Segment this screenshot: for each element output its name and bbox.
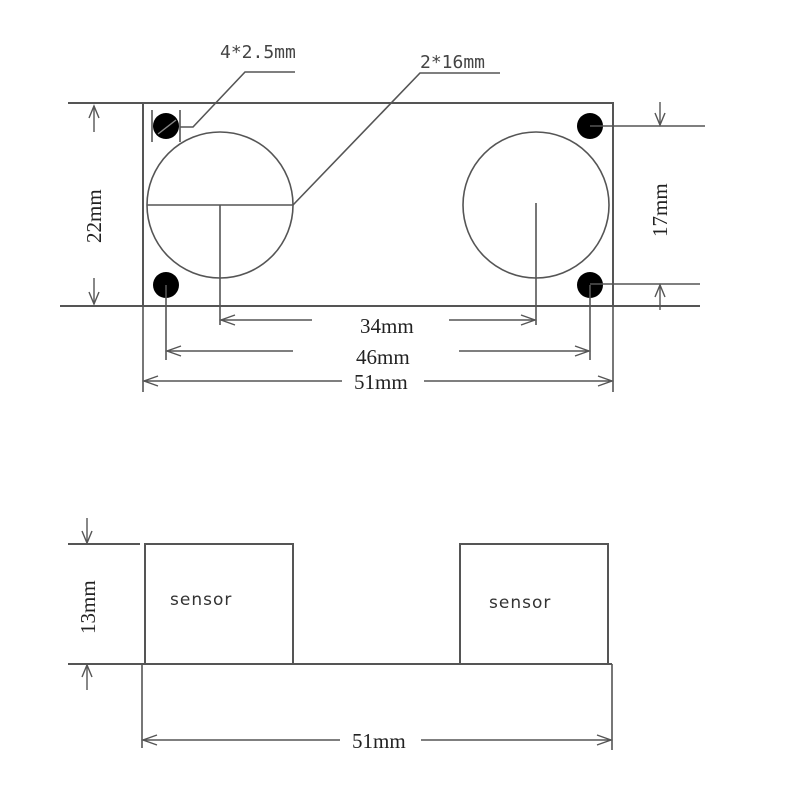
callout-mount-holes: 4*2.5mm xyxy=(220,42,296,63)
mount-hole-top-left xyxy=(153,113,179,139)
callout-transducers: 2*16mm xyxy=(420,52,485,73)
dim-hole-vertical-17: 17mm xyxy=(648,183,672,237)
sensor-label-left: sensor xyxy=(170,590,232,610)
leader-transducers xyxy=(292,72,500,206)
dim-hole-horizontal-46: 46mm xyxy=(356,345,410,369)
sensor-label-right: sensor xyxy=(489,593,551,613)
leader-mount-holes xyxy=(180,71,295,128)
dim-width-51-side: 51mm xyxy=(352,729,406,753)
dim-width-51-top: 51mm xyxy=(354,370,408,394)
dim-height-22: 22mm xyxy=(82,189,106,243)
dim-height-13: 13mm xyxy=(76,580,100,634)
dim-transducer-spacing-34: 34mm xyxy=(360,314,414,338)
side-view: sensor sensor 13mm 51mm xyxy=(68,518,614,753)
top-view: 4*2.5mm 2*16mm 22mm 17mm 34mm xyxy=(60,42,705,394)
